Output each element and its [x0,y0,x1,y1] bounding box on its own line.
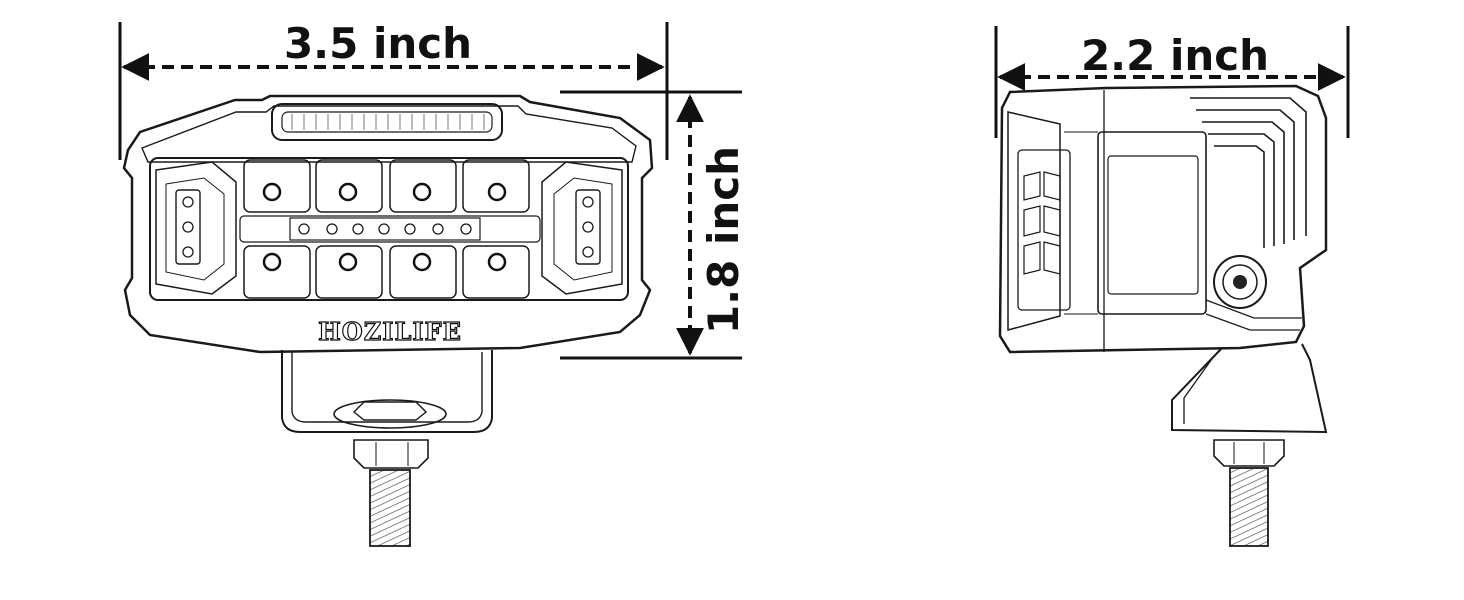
width-label: 3.5 inch [284,19,472,68]
pivot-bolt [1213,255,1267,309]
led-cells-top-row [243,159,530,213]
led-cells-bottom-row [243,245,530,299]
brand-logo: HOZILIFE [318,317,462,346]
cooling-fins [1190,97,1307,331]
side-bracket [1171,343,1328,434]
mounting-bracket [281,350,493,547]
front-threaded-stud [369,469,411,547]
top-light-bar [271,103,503,141]
height-dimension: 1.8 inch [560,90,748,360]
left-side-pod [155,161,237,295]
right-side-pod [541,161,623,295]
led-middle-strip [239,215,541,243]
height-label: 1.8 inch [699,146,748,334]
depth-dimension: 2.2 inch [994,26,1350,138]
front-view: HOZILIFE [122,94,654,547]
side-lens-cells [1023,171,1061,275]
depth-label: 2.2 inch [1081,31,1269,80]
light-bar-leds [291,114,485,130]
width-dimension: 3.5 inch [118,19,669,160]
side-threaded-stud [1229,467,1269,547]
side-view [998,84,1328,547]
